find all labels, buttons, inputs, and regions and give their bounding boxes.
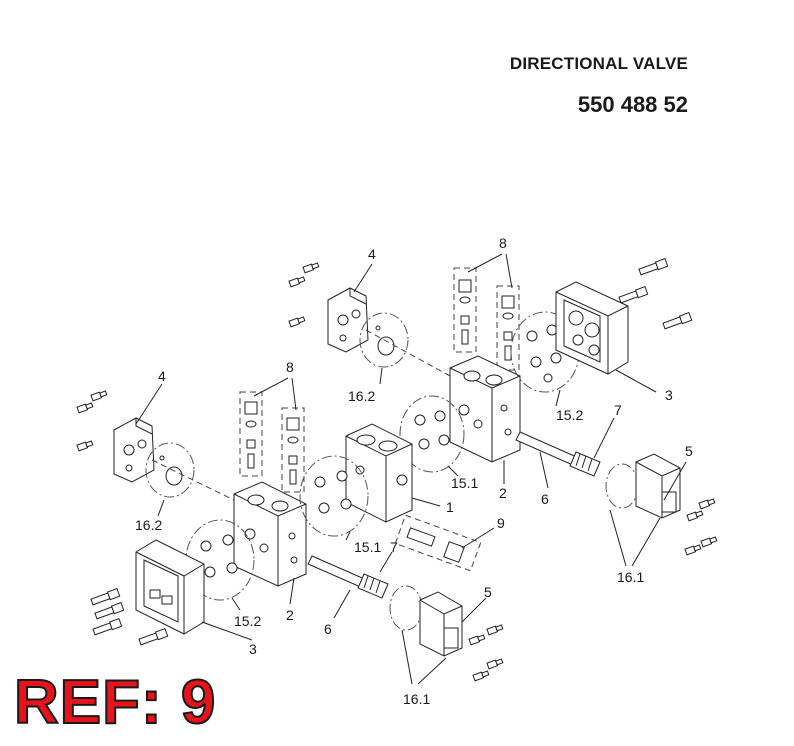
callout-6-lower: 6 — [324, 621, 332, 637]
callout-8-upper: 8 — [499, 235, 507, 251]
screws-lower-left — [76, 390, 108, 452]
spool-upper — [515, 431, 601, 477]
valve-cartridge-box-lower-1 — [239, 391, 263, 477]
gasket-lower-left — [145, 442, 195, 498]
callout-7-lower: 7 — [390, 539, 398, 555]
gasket-upper-left — [359, 312, 409, 368]
callout-15-1-lower: 15.1 — [354, 539, 381, 555]
callout-5-lower: 5 — [484, 584, 492, 600]
end-plate-lower — [135, 539, 205, 635]
callout-15-2-upper: 15.2 — [556, 407, 583, 423]
callout-15-1-upper: 15.1 — [451, 475, 478, 491]
callout-6-upper: 6 — [541, 491, 549, 507]
callout-16-2-lower: 16.2 — [135, 517, 162, 533]
bolts-lower-left — [90, 588, 169, 646]
callout-8-lower: 8 — [286, 359, 294, 375]
callout-16-2-upper: 16.2 — [348, 388, 375, 404]
callout-7-upper: 7 — [614, 402, 622, 418]
gasket-middle-lower — [299, 455, 369, 537]
callout-5-upper: 5 — [685, 443, 693, 459]
callout-2-upper: 2 — [499, 485, 507, 501]
spring-cap-lower — [419, 591, 463, 657]
end-plate-upper — [555, 281, 629, 375]
callout-9: 9 — [497, 515, 505, 531]
valve-cartridges-upper — [458, 279, 515, 361]
callout-16-1-upper: 16.1 — [617, 569, 644, 585]
callout-15-2-lower: 15.2 — [234, 613, 261, 629]
callout-3-lower: 3 — [249, 641, 257, 657]
spool-lower — [307, 555, 389, 599]
gasket-cap-upper — [605, 463, 639, 509]
section-block-upper — [449, 355, 521, 463]
section-block-lower — [233, 481, 307, 587]
relief-valve — [394, 514, 482, 572]
valve-cartridges-lower — [244, 401, 300, 485]
diagram-title: DIRECTIONAL VALVE — [509, 54, 688, 73]
valve-cartridge-box-upper-2 — [496, 285, 520, 371]
bolts-upper-right — [618, 258, 693, 330]
ref-label: REF: 9 — [13, 668, 217, 737]
end-cover-upper — [327, 287, 369, 353]
part-number: 550 488 52 — [577, 92, 688, 117]
leader-lines — [135, 263, 687, 685]
inlet-block — [345, 423, 413, 523]
valve-cartridge-box-upper-1 — [453, 267, 477, 353]
callout-4-lower: 4 — [158, 368, 166, 384]
callout-4-upper: 4 — [368, 246, 376, 262]
screws-cap-lower — [468, 624, 504, 682]
spring-cap-upper — [635, 453, 681, 519]
gasket-cap-lower — [389, 585, 423, 631]
valve-cartridge-box-lower-2 — [281, 407, 305, 493]
callout-3-upper: 3 — [665, 387, 673, 403]
screws-cap-upper — [684, 498, 718, 556]
callout-2-lower: 2 — [286, 607, 294, 623]
gasket-middle-upper — [399, 395, 465, 473]
screws-upper-left — [288, 262, 320, 328]
callout-1: 1 — [446, 499, 454, 515]
end-cover-lower — [113, 417, 155, 483]
callout-16-1-lower: 16.1 — [403, 691, 430, 707]
